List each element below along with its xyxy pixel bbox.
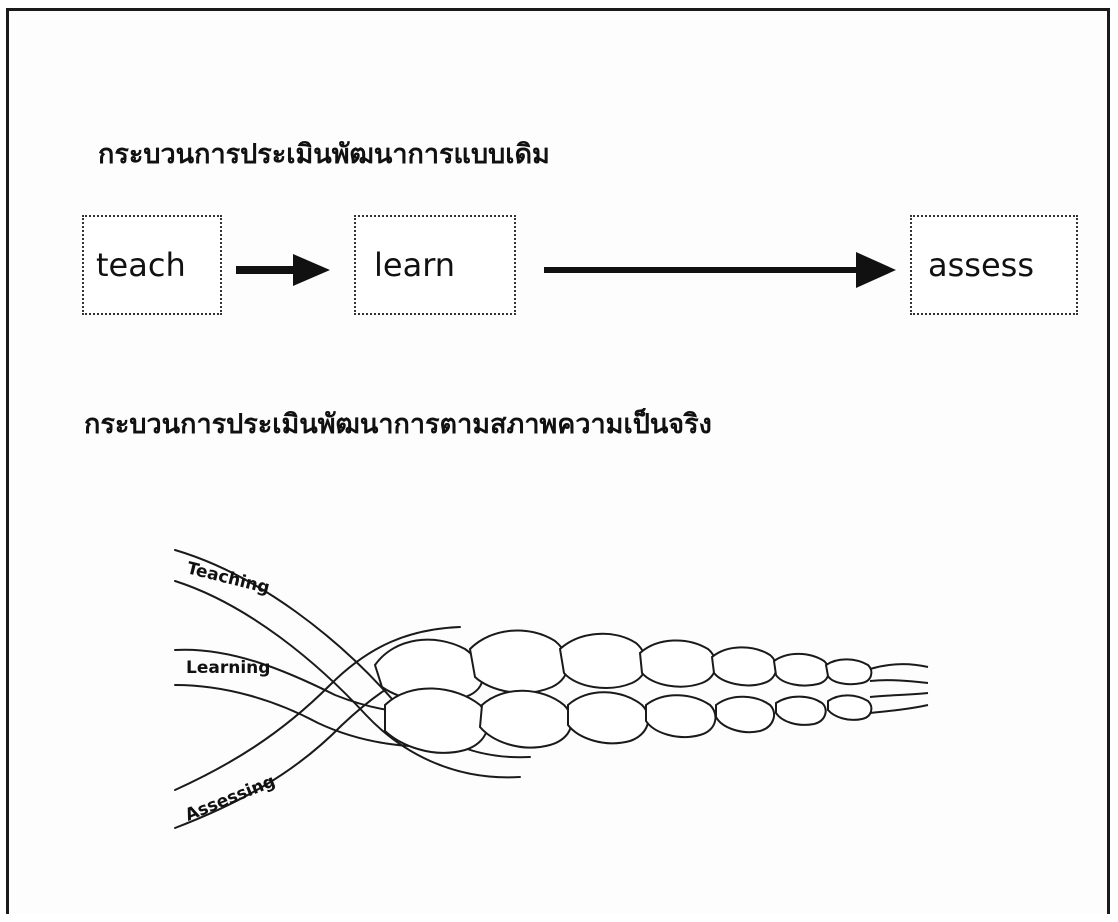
braid-loop [715, 695, 776, 734]
box-learn: learn [354, 215, 516, 315]
figure-frame [6, 8, 1110, 914]
arrow-teach-to-learn [236, 254, 330, 286]
box-learn-label: learn [374, 246, 456, 284]
braid-loop [710, 646, 778, 687]
braid-loop [384, 687, 489, 754]
braid-loop [468, 629, 569, 694]
braid-label-learning: Learning [186, 658, 270, 678]
braid-label-teaching: Teaching [185, 558, 272, 598]
braid-loop [638, 639, 717, 688]
arrow-learn-to-assess [544, 252, 896, 288]
box-teach-label: teach [96, 246, 186, 284]
braid-body [373, 629, 873, 754]
braid-tail [869, 663, 929, 714]
box-assess-label: assess [928, 246, 1034, 284]
box-assess: assess [910, 215, 1078, 315]
teaching-strand-bottom [174, 580, 521, 779]
braid-tail-strand [869, 679, 929, 684]
braid-tail-strand [869, 663, 929, 670]
braid-tail-strand [869, 704, 929, 714]
assessing-strand-top [174, 626, 461, 791]
braid-loop [772, 652, 830, 687]
braid-loop [824, 658, 873, 686]
braid-loop [558, 632, 647, 689]
braid-loop [645, 694, 717, 739]
braid-loop [478, 689, 573, 749]
heading-authentic-assessment: กระบวนการประเมินพัฒนาการตามสภาพความเป็นจ… [84, 409, 712, 440]
braid-loop [567, 691, 650, 745]
braid-loop [827, 694, 873, 721]
braid-illustration: Teaching Learning Assessing [174, 549, 929, 829]
braid-tail-strand [869, 692, 929, 698]
box-teach: teach [82, 215, 222, 315]
braid-loop [775, 695, 827, 726]
heading-traditional-assessment: กระบวนการประเมินพัฒนาการแบบเดิม [98, 139, 550, 170]
